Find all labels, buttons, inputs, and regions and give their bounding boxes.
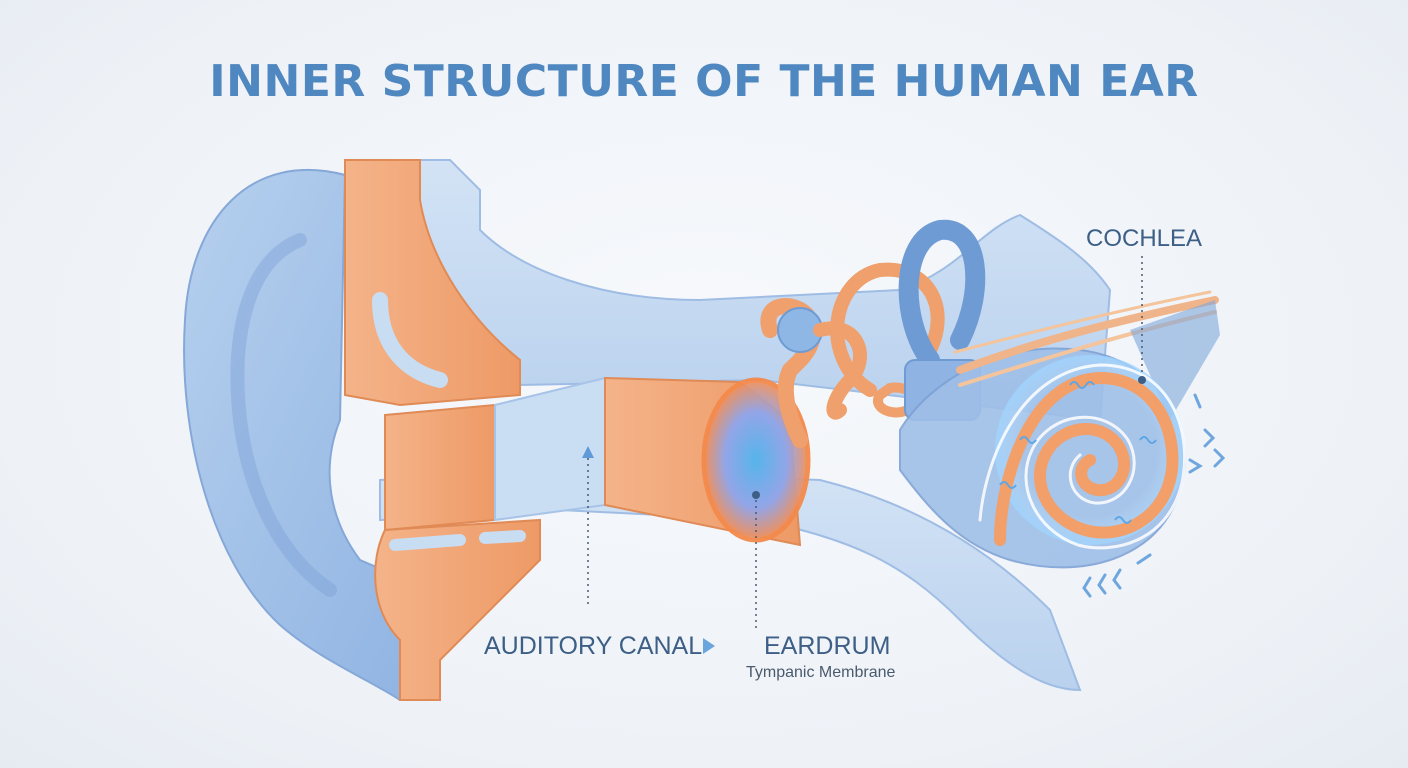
cartilage-upper-highlight — [372, 292, 448, 388]
label-eardrum: EARDRUM — [764, 632, 891, 660]
auditory-nerve — [956, 296, 1219, 374]
nerve-sheath — [1130, 300, 1220, 420]
eardrum — [701, 377, 811, 543]
diagram-title: INNER STRUCTURE OF THE HUMAN EAR — [209, 56, 1199, 107]
cochlea-spiral-inner — [978, 363, 1187, 550]
pinna — [183, 169, 431, 701]
leader-auditory-arrowhead — [582, 446, 594, 458]
label-tympanic-membrane: Tympanic Membrane — [746, 664, 896, 681]
cartilage-lower — [374, 518, 541, 701]
label-cochlea: COCHLEA — [1086, 225, 1203, 252]
label-auditory-canal: AUDITORY CANAL — [484, 632, 703, 660]
cartilage-lower-highlight — [389, 534, 466, 551]
triangle-right-icon — [703, 638, 715, 654]
semicircular-canal-orange — [830, 262, 945, 397]
semicircular-canal-blue — [898, 219, 986, 370]
eardrum-marker — [752, 491, 760, 499]
cochlea-marker — [1138, 376, 1146, 384]
lower-tissue — [379, 468, 1082, 692]
cochlea-spiral-outer — [994, 371, 1179, 546]
canal-segment-outer — [384, 403, 496, 532]
sound-wave-arrows — [1082, 393, 1226, 598]
pinna-inner-fold — [230, 233, 337, 597]
wave-squiggles — [999, 381, 1157, 524]
